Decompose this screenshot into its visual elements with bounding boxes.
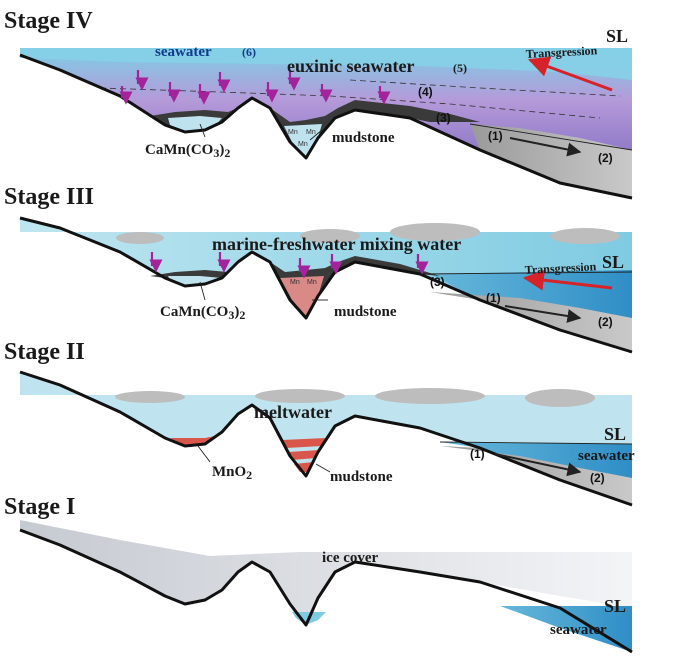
stage-4-leader-mud (309, 129, 323, 141)
stage-1-ice-label: ice cover (322, 550, 379, 566)
stage-3-num-2: (2) (598, 315, 613, 329)
stage-2-seawater (440, 442, 632, 505)
stage-4-euxinic-number: (5) (453, 61, 467, 75)
stage-3-transgression-arrow (522, 269, 613, 291)
stage-2-sediment-arrow (494, 453, 582, 477)
stage-3-sediment-arrow (504, 305, 582, 323)
stage-2-leader-mud (315, 463, 331, 473)
stage-3-clouds (116, 223, 620, 244)
stage-1-panel: Stage I ice cover SL seawater (4, 494, 633, 654)
stage-2-mno2-label: MnO2 (212, 464, 252, 482)
stage-3-transgression-label: Transgression (524, 259, 597, 277)
stage-2-title: Stage II (4, 339, 85, 365)
stage-3-arrows (149, 252, 429, 279)
stage-3-leader-mineral (199, 281, 206, 301)
stage-4-ground (19, 53, 633, 200)
stage-2-grey-wedge (440, 446, 632, 505)
stage-3-title: Stage III (4, 184, 94, 210)
stage-1-sl-label: SL (604, 596, 626, 616)
stage-3-mn-2: Mn (307, 279, 317, 286)
stage-4-seawater-band (20, 48, 632, 80)
stage-4-grey-wedge (470, 124, 632, 198)
stage-3-num-3: (3) (430, 275, 445, 289)
stage-1-ground (19, 528, 633, 654)
stage-4-arrows (119, 70, 391, 105)
stage-4-mn-2: Mn (306, 129, 316, 136)
stage-2-clouds (115, 388, 595, 407)
stage-2-sl-label: SL (604, 424, 626, 444)
stage-1-seawater (500, 606, 632, 652)
stage-4-trough-fill-right (284, 124, 322, 156)
stage-3-panel: Stage III marine-freshwater mixing water… (4, 184, 633, 354)
stage-2-mudstone-label: mudstone (330, 469, 393, 485)
stage-4-num-4: (4) (418, 85, 433, 99)
stage-4-sl-label: SL (606, 26, 628, 46)
stage-4-panel: Stage IV SL seawater (6) euxinic seawate… (4, 8, 633, 200)
stage-3-sl-label: SL (602, 252, 624, 272)
stage-3-trough-fill-right (280, 276, 324, 316)
stage-3-num-1: (1) (486, 291, 501, 305)
stage-4-transgression-arrow (528, 56, 613, 92)
stage-3-mixing-label: marine-freshwater mixing water (212, 234, 461, 254)
stage-2-leader-mno2 (197, 445, 211, 463)
stage-1-seawater-label: seawater (550, 622, 607, 638)
stage-4-mudstone-label: mudstone (332, 130, 395, 146)
stage-4-sediment-arrow (509, 137, 582, 157)
stage-2-num-1: (1) (470, 447, 485, 461)
stage-4-leader-mineral (199, 123, 206, 138)
stage-4-title: Stage IV (4, 8, 93, 34)
stage-2-seawater-label: seawater (578, 448, 635, 464)
stage-4-num-2: (2) (598, 151, 613, 165)
stage-3-mudstone-label: mudstone (334, 304, 397, 320)
stage-4-num-1: (1) (488, 129, 503, 143)
stage-4-transgression-label: Transgression (525, 43, 598, 61)
stage-2-meltwater-label: meltwater (254, 402, 332, 422)
stage-4-mn-1: Mn (288, 129, 298, 136)
stage-2-panel: Stage II meltwater SL seawater (1) (2) M… (4, 339, 635, 507)
stage-4-euxinic-label: euxinic seawater (287, 56, 414, 76)
stage-4-seawater-label: seawater (155, 44, 212, 60)
stage-1-title: Stage I (4, 494, 75, 520)
stage-3-grey-wedge (430, 292, 632, 352)
stage-2-ground (19, 370, 633, 507)
stage-4-mn-3: Mn (298, 141, 308, 148)
stage-4-seawater-number: (6) (242, 45, 256, 59)
stage-4-wedge-line (469, 123, 633, 151)
stage-2-num-2: (2) (590, 471, 605, 485)
stage-3-water (20, 218, 632, 352)
stage-4-num-3: (3) (436, 111, 451, 125)
stage-3-mn-1: Mn (290, 279, 300, 286)
stage-4-mineral-label: CaMn(CO3)2 (145, 142, 230, 160)
stage-2-sl-line (439, 441, 633, 445)
stage-3-mineral-label: CaMn(CO3)2 (160, 304, 245, 322)
stage-4-laminae-2 (349, 79, 621, 97)
